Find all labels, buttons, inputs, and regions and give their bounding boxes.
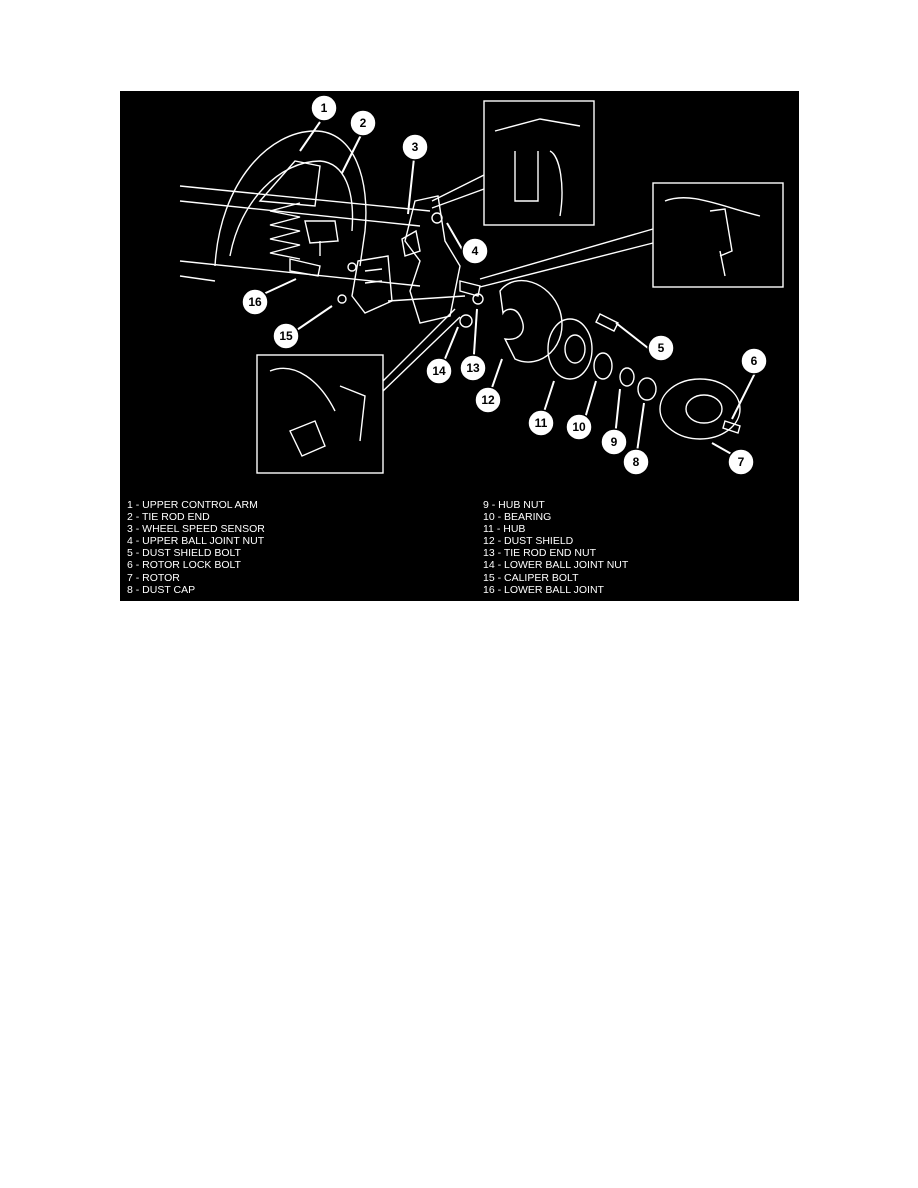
spindle-shape: [459, 280, 481, 297]
legend-left-column: 1 - UPPER CONTROL ARM 2 - TIE ROD END 3 …: [127, 499, 265, 596]
svg-text:7: 7: [738, 455, 745, 469]
callout-4: 4: [461, 237, 489, 265]
callout-7: 7: [727, 448, 755, 476]
legend-item: 16 - LOWER BALL JOINT: [483, 583, 604, 596]
svg-text:15: 15: [279, 329, 293, 343]
callout-3: 3: [401, 133, 429, 161]
connector-bottom: [382, 308, 461, 392]
svg-text:14: 14: [432, 364, 446, 378]
connector-right: [479, 228, 654, 288]
bearing-shape: [593, 352, 613, 380]
hub-center: [564, 334, 586, 364]
upper-control-arm-shape: [258, 160, 321, 207]
caliper-bolt-lower: [337, 294, 347, 304]
svg-text:16: 16: [248, 295, 262, 309]
svg-text:11: 11: [535, 416, 548, 430]
svg-text:8: 8: [633, 455, 640, 469]
svg-text:4: 4: [472, 244, 479, 258]
upper-ball-joint-nut-shape: [431, 212, 443, 224]
inset-bottom-detail: [269, 367, 366, 457]
front-suspension-illustration: 1 2 3 4 5 6 7 8 9 10 11 12 13 14 15 16: [179, 94, 784, 476]
callout-10: 10: [565, 413, 593, 441]
caliper-bolt-upper: [347, 262, 357, 272]
inset-box-right: [652, 182, 784, 288]
legend-item: 3 - WHEEL SPEED SENSOR: [127, 523, 265, 536]
connector-top: [431, 174, 485, 209]
legend-item: 10 - BEARING: [483, 511, 552, 524]
callout-5: 5: [647, 334, 675, 362]
wheel-well-inner: [229, 160, 354, 257]
legend-item: 1 - UPPER CONTROL ARM: [127, 499, 258, 511]
callout-15: 15: [272, 322, 300, 350]
svg-text:1: 1: [321, 101, 328, 115]
svg-text:12: 12: [481, 393, 495, 407]
legend-item: 12 - DUST SHIELD: [483, 535, 574, 548]
callout-12: 12: [474, 386, 502, 414]
legend-item: 6 - ROTOR LOCK BOLT: [127, 559, 241, 572]
hub-nut-shape: [619, 367, 635, 387]
svg-text:3: 3: [412, 140, 419, 154]
legend-item: 15 - CALIPER BOLT: [483, 571, 579, 584]
callout-9: 9: [600, 428, 628, 456]
inset-box-top: [483, 100, 595, 226]
dust-cap-shape: [637, 377, 657, 401]
svg-text:2: 2: [360, 116, 367, 130]
legend-item: 2 - TIE ROD END: [127, 511, 210, 524]
legend-item: 5 - DUST SHIELD BOLT: [127, 547, 241, 560]
svg-text:5: 5: [658, 341, 665, 355]
svg-text:6: 6: [751, 354, 758, 368]
legend-item: 11 - HUB: [483, 523, 526, 536]
callout-13: 13: [459, 354, 487, 382]
coil-spring: [269, 202, 301, 260]
rotor-lock-bolt-shape: [722, 420, 741, 434]
tie-rod-end-shape: [304, 220, 339, 256]
legend-item: 13 - TIE ROD END NUT: [483, 547, 596, 560]
inset-right-detail: [664, 197, 761, 277]
callout-8: 8: [622, 448, 650, 476]
wheel-speed-sensor-shape: [401, 229, 421, 257]
callout-1: 1: [310, 94, 338, 122]
dust-shield-shape: [499, 280, 563, 363]
rotor-shape: [659, 378, 741, 440]
legend-item: 4 - UPPER BALL JOINT NUT: [127, 535, 265, 548]
callout-14: 14: [425, 357, 453, 385]
hub-shape: [547, 318, 593, 380]
tie-rod-end-nut-shape: [472, 293, 484, 305]
svg-text:10: 10: [572, 420, 586, 434]
rotor-hat: [685, 394, 723, 424]
lower-ball-joint-shape: [289, 258, 321, 277]
callout-16: 16: [241, 288, 269, 316]
legend-item: 7 - ROTOR: [127, 571, 180, 584]
svg-text:9: 9: [611, 435, 618, 449]
legend-item: 9 - HUB NUT: [483, 499, 545, 511]
inset-box-bottom: [256, 354, 384, 474]
callout-2: 2: [349, 109, 377, 137]
callout-6: 6: [740, 347, 768, 375]
dust-shield-bolt-shape: [595, 313, 619, 332]
callout-11: 11: [527, 409, 555, 437]
legend-item: 14 - LOWER BALL JOINT NUT: [483, 559, 629, 572]
callouts: 1 2 3 4 5 6 7 8 9 10 11 12 13 14 15 16: [241, 94, 768, 476]
leader-line-a: [387, 295, 466, 302]
svg-text:13: 13: [466, 361, 480, 375]
exploded-view-figure: 1 2 3 4 5 6 7 8 9 10 11 12 13 14 15 16 1…: [120, 91, 799, 601]
legend-right-column: 9 - HUB NUT 10 - BEARING 11 - HUB 12 - D…: [483, 499, 628, 596]
caliper-shape: [351, 255, 393, 314]
wheel-well: [214, 130, 367, 267]
inset-top-detail: [494, 118, 581, 217]
frame-rails: [179, 185, 431, 287]
lower-ball-joint-nut-shape: [459, 314, 473, 328]
legend-item: 8 - DUST CAP: [127, 583, 196, 596]
